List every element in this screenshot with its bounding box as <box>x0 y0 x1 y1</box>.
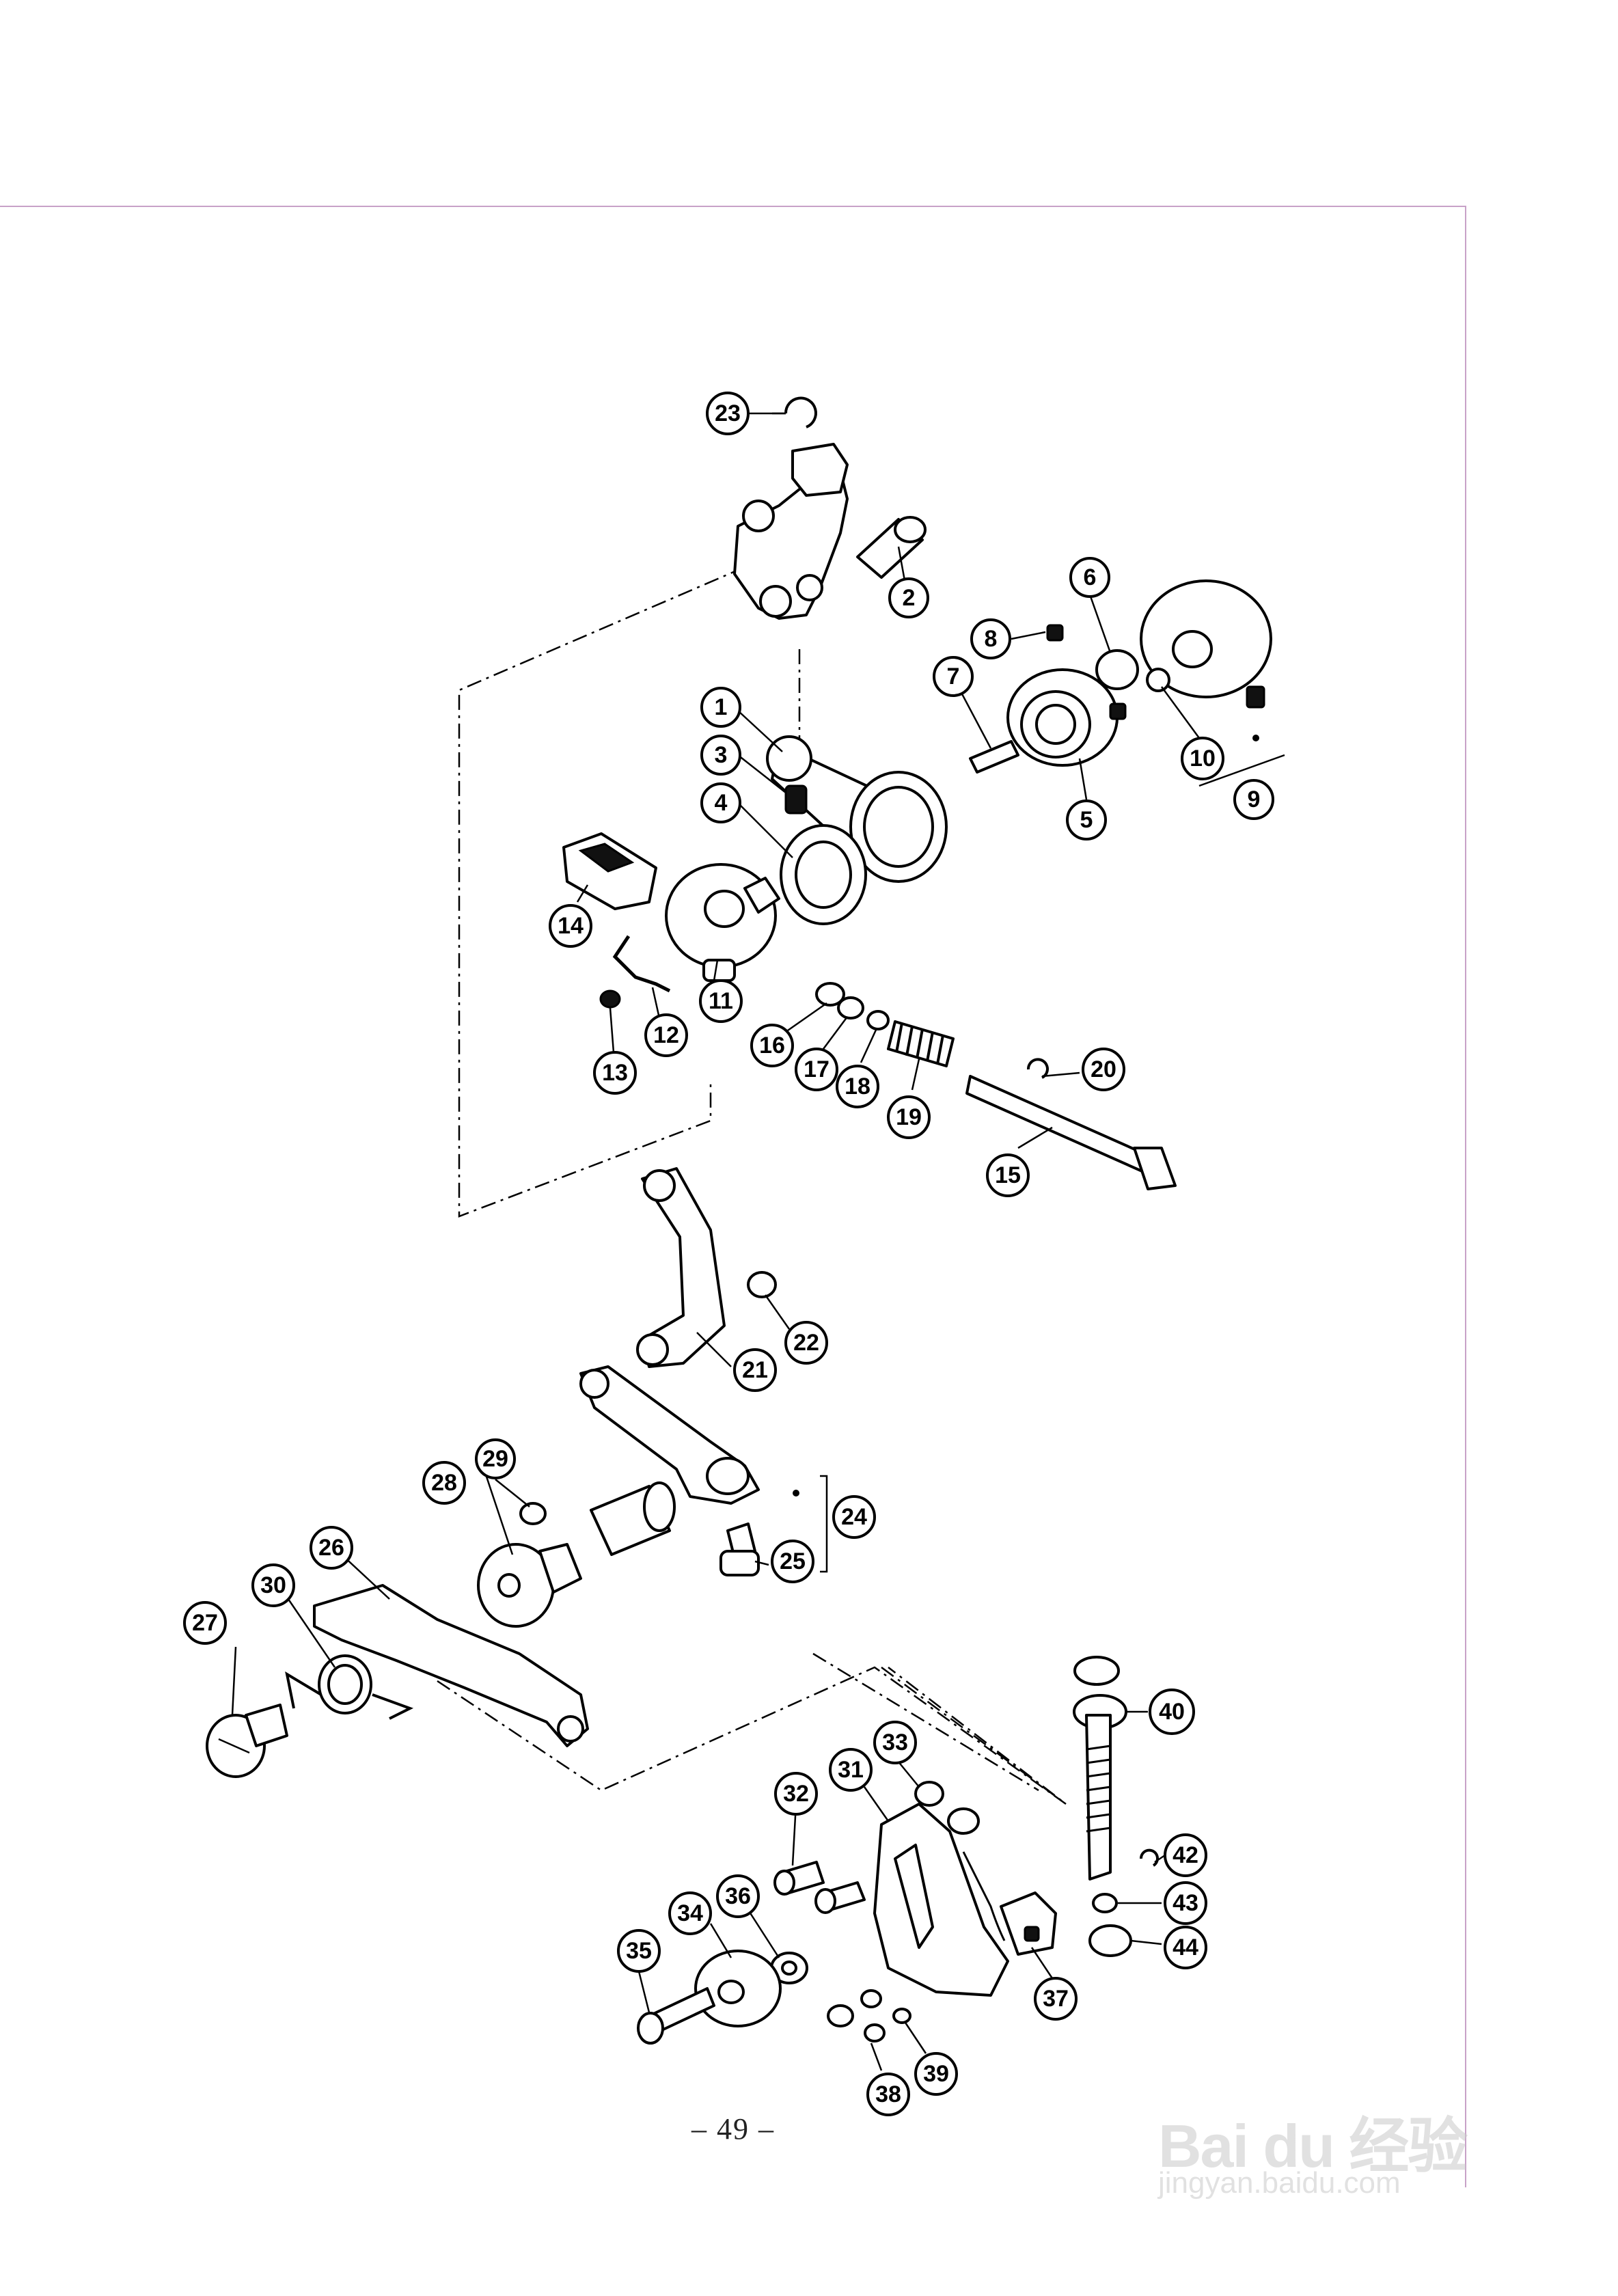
svg-text:39: 39 <box>923 2061 949 2087</box>
page-border-right <box>1465 206 1466 2187</box>
svg-text:43: 43 <box>1173 1890 1198 1916</box>
upper-mechanism <box>562 396 1285 1190</box>
callout-20: 20 <box>1082 1048 1125 1091</box>
callout-44: 44 <box>1164 1926 1207 1969</box>
leader-lines <box>231 412 1201 2071</box>
callout-18: 18 <box>836 1065 879 1108</box>
svg-text:40: 40 <box>1159 1699 1185 1725</box>
svg-text:35: 35 <box>626 1938 652 1964</box>
svg-text:9: 9 <box>1248 787 1261 812</box>
callout-38: 38 <box>866 2073 910 2116</box>
svg-text:10: 10 <box>1190 746 1216 771</box>
callout-9: 9 <box>1233 779 1274 820</box>
lower-mechanism <box>637 1656 1159 2045</box>
watermark-url: jingyan.baidu.com <box>1158 2166 1401 2200</box>
svg-text:21: 21 <box>742 1357 768 1383</box>
svg-text:20: 20 <box>1091 1056 1116 1082</box>
callout-19: 19 <box>887 1095 931 1139</box>
svg-text:31: 31 <box>838 1757 864 1783</box>
svg-text:12: 12 <box>653 1022 679 1048</box>
svg-text:8: 8 <box>985 626 998 652</box>
callout-28: 28 <box>422 1461 466 1505</box>
callout-24: 24 <box>832 1495 876 1539</box>
svg-text:36: 36 <box>725 1883 751 1909</box>
callout-30: 30 <box>251 1563 295 1607</box>
callout-25: 25 <box>771 1540 814 1583</box>
page-number: – 49 – <box>691 2112 775 2146</box>
callout-1: 1 <box>700 687 741 728</box>
callout-21: 21 <box>733 1348 777 1392</box>
svg-text:19: 19 <box>896 1104 922 1130</box>
callout-35: 35 <box>617 1929 661 1973</box>
svg-text:30: 30 <box>260 1572 286 1598</box>
callout-33: 33 <box>873 1721 917 1764</box>
svg-text:42: 42 <box>1173 1842 1198 1868</box>
svg-text:37: 37 <box>1043 1986 1069 2012</box>
callout-23: 23 <box>706 392 750 435</box>
middle-mechanism <box>206 1167 799 1778</box>
svg-text:34: 34 <box>677 1900 703 1926</box>
svg-text:6: 6 <box>1084 564 1097 590</box>
svg-text:4: 4 <box>715 790 728 816</box>
callout-3: 3 <box>700 735 741 776</box>
svg-text:16: 16 <box>759 1033 785 1058</box>
svg-text:38: 38 <box>875 2081 901 2107</box>
svg-text:32: 32 <box>783 1781 809 1807</box>
svg-text:7: 7 <box>947 664 960 689</box>
baidu-watermark: Bai du 经验 jingyan.baidu.com <box>1134 2070 1517 2207</box>
svg-text:25: 25 <box>780 1548 806 1574</box>
callout-26: 26 <box>310 1526 353 1570</box>
svg-text:24: 24 <box>841 1504 867 1530</box>
svg-text:1: 1 <box>715 694 728 720</box>
svg-text:28: 28 <box>431 1470 457 1496</box>
callout-13: 13 <box>593 1051 637 1095</box>
callout-22: 22 <box>784 1321 828 1365</box>
callout-4: 4 <box>700 782 741 823</box>
svg-text:13: 13 <box>602 1060 628 1086</box>
callout-10: 10 <box>1181 737 1224 780</box>
svg-text:26: 26 <box>318 1535 344 1561</box>
svg-text:22: 22 <box>793 1330 819 1356</box>
callout-7: 7 <box>933 656 974 697</box>
callout-27: 27 <box>183 1601 227 1645</box>
svg-text:27: 27 <box>192 1610 218 1636</box>
svg-text:2: 2 <box>903 585 916 611</box>
callout-14: 14 <box>549 904 592 948</box>
svg-text:18: 18 <box>845 1074 870 1099</box>
svg-text:29: 29 <box>482 1446 508 1472</box>
svg-text:14: 14 <box>558 913 584 939</box>
svg-text:3: 3 <box>715 742 728 768</box>
callout-32: 32 <box>774 1772 818 1816</box>
callout-11: 11 <box>699 979 743 1023</box>
callout-29: 29 <box>475 1438 516 1479</box>
callout-2: 2 <box>888 577 929 618</box>
watermark-brand: Bai du 经验 <box>1158 2112 1468 2180</box>
svg-text:33: 33 <box>882 1730 908 1755</box>
callout-8: 8 <box>970 618 1011 659</box>
callout-36: 36 <box>716 1874 760 1918</box>
callout-31: 31 <box>829 1748 873 1792</box>
page-border-top <box>0 206 1466 207</box>
callout-34: 34 <box>668 1891 712 1935</box>
svg-text:44: 44 <box>1173 1935 1198 1960</box>
callout-16: 16 <box>750 1024 794 1067</box>
callout-39: 39 <box>914 2052 958 2096</box>
callout-40: 40 <box>1149 1689 1195 1735</box>
callout-17: 17 <box>795 1048 838 1091</box>
callout-5: 5 <box>1066 800 1107 840</box>
callout-15: 15 <box>986 1153 1030 1197</box>
svg-text:5: 5 <box>1080 807 1093 833</box>
svg-text:15: 15 <box>995 1162 1021 1188</box>
callout-42: 42 <box>1164 1833 1207 1877</box>
svg-text:17: 17 <box>804 1056 829 1082</box>
callout-37: 37 <box>1034 1977 1078 2021</box>
callout-43: 43 <box>1164 1881 1207 1925</box>
svg-text:11: 11 <box>709 988 733 1014</box>
svg-text:23: 23 <box>715 400 741 426</box>
callout-12: 12 <box>644 1013 688 1057</box>
callout-6: 6 <box>1069 557 1110 598</box>
